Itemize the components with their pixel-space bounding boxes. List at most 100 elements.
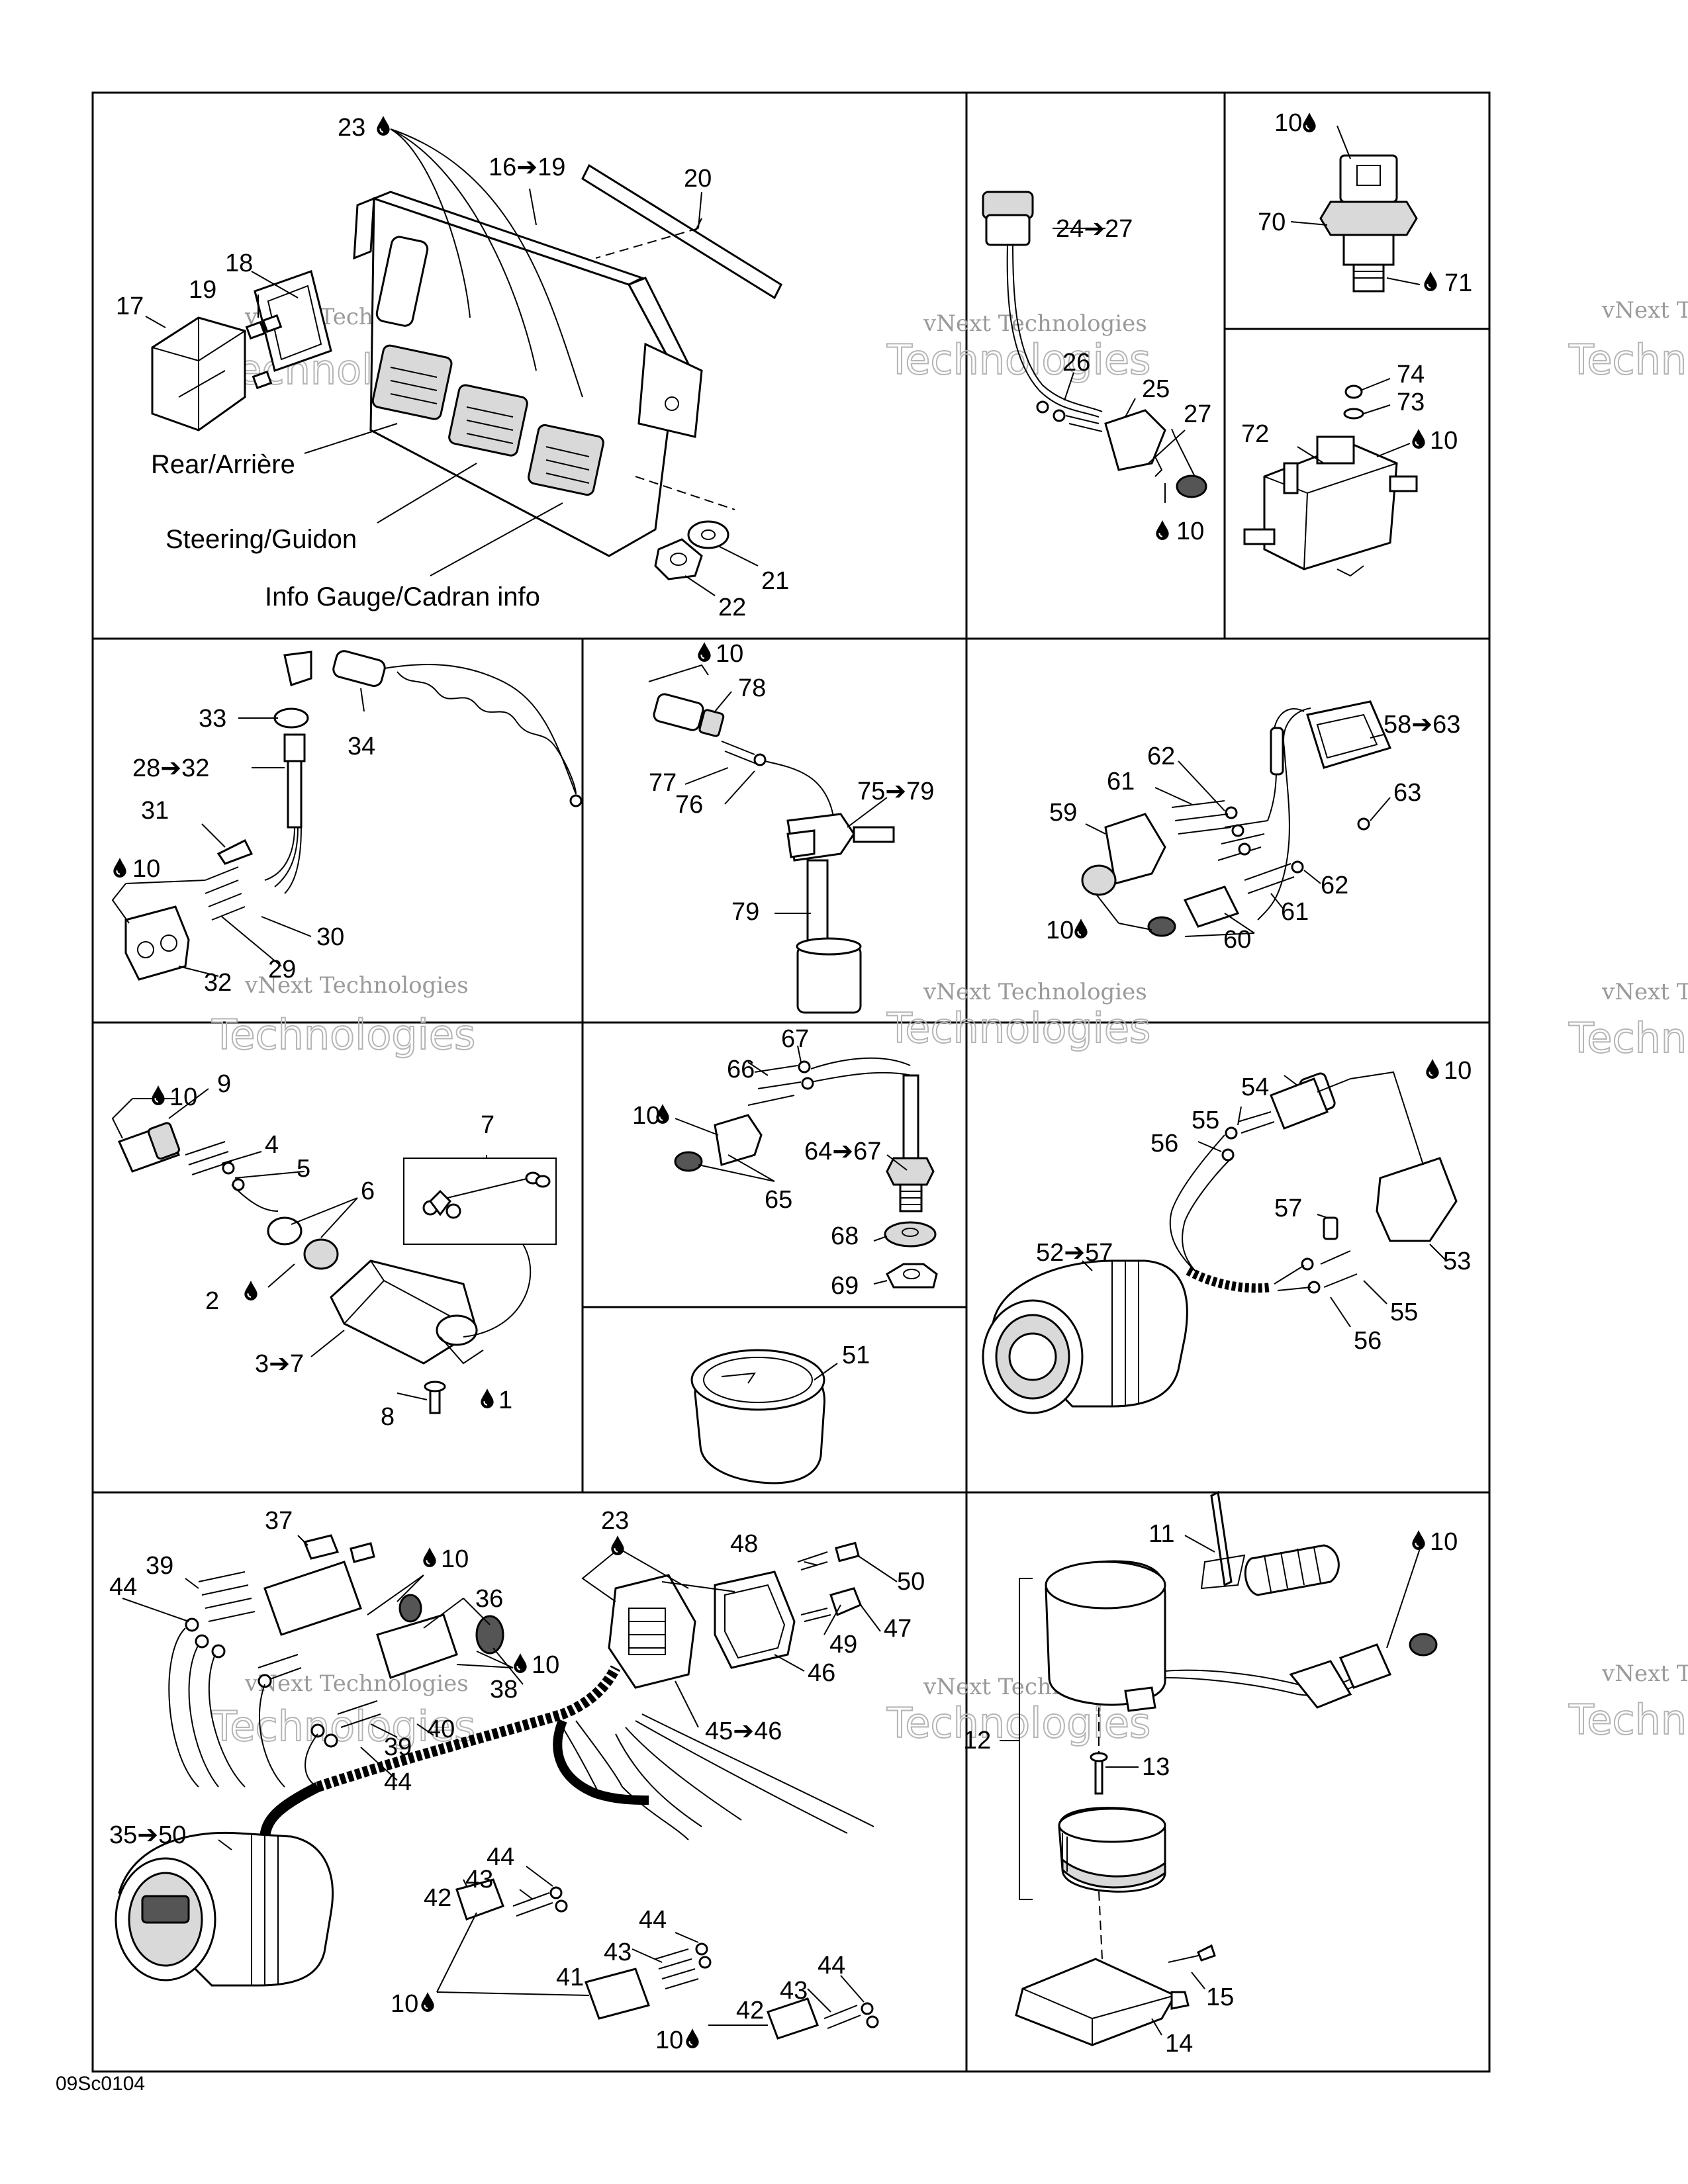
watermark-text: vNext Technologies <box>923 310 1147 337</box>
part-label: 55 <box>1390 1298 1418 1326</box>
watermark-text: Technologies <box>886 336 1150 384</box>
rear-cover-17 <box>151 316 246 432</box>
part-label: 57 <box>1274 1195 1302 1222</box>
part-label: 44 <box>384 1768 412 1796</box>
watermark-text: Techn <box>1568 1014 1687 1062</box>
caption-info-gauge: Info Gauge/Cadran info <box>265 582 540 612</box>
part-label: 14 <box>1165 2030 1193 2058</box>
part-label: 56 <box>1354 1327 1382 1355</box>
part-label: 41 <box>556 1964 584 1991</box>
part-label: 42 <box>424 1884 451 1912</box>
part-label: 64➔67 <box>804 1138 881 1165</box>
watermark-text: Technologies <box>211 1011 475 1059</box>
part-label: 10 <box>655 2026 683 2054</box>
part-label: 39 <box>384 1733 412 1761</box>
part-label: 44 <box>639 1906 667 1934</box>
part-label: 74 <box>1397 361 1425 388</box>
part-label: 34 <box>348 733 375 760</box>
panel-ecu-module: 23 16➔19 20 18 19 17 21 22 Rear/Arrière … <box>116 114 789 621</box>
part-label: 70 <box>1258 208 1286 236</box>
part-label: 10 <box>632 1102 660 1130</box>
caption-rear: Rear/Arrière <box>151 450 295 479</box>
part-label: 77 <box>649 769 677 797</box>
part-label: 23 <box>601 1507 629 1535</box>
part-label: 10 <box>169 1083 197 1111</box>
part-label: 35➔50 <box>109 1821 186 1849</box>
washer-21-nut-22 <box>654 520 729 580</box>
part-label: 20 <box>684 165 712 193</box>
panel-harness-35-50: 37 44 39 10 36 10 38 40 39 44 23 48 50 4… <box>109 1507 925 2054</box>
part-label: 9 <box>217 1070 231 1098</box>
seal-18 <box>254 270 332 372</box>
part-label: 11 <box>1149 1520 1174 1548</box>
part-label: 56 <box>1150 1130 1178 1158</box>
watermark-text: vNext Technologies <box>244 1670 469 1697</box>
part-label: 12 <box>963 1727 991 1754</box>
panel-sensor-24-27: 24➔27 26 25 27 10 <box>982 191 1211 545</box>
part-label: 16➔19 <box>489 154 565 181</box>
part-label: 43 <box>780 1977 808 2005</box>
part-label: 63 <box>1393 779 1421 807</box>
part-label: 10 <box>1444 1057 1472 1085</box>
panel-valve-72-74: 74 73 72 10 <box>1241 361 1458 577</box>
part-label: 18 <box>225 250 253 277</box>
panel-speaker-11-15: 11 10 12 13 15 14 <box>963 1490 1458 2058</box>
watermark-text: Techn <box>1568 1696 1687 1744</box>
part-label: 29 <box>268 956 296 983</box>
part-label: 10 <box>391 1990 418 2018</box>
part-label: 46 <box>808 1659 835 1687</box>
watermark-text: Techn <box>1568 336 1687 384</box>
caption-steering: Steering/Guidon <box>165 525 357 554</box>
part-label: 36 <box>475 1585 503 1613</box>
part-label: 43 <box>465 1866 493 1893</box>
part-label: 66 <box>727 1056 755 1083</box>
part-label: 55 <box>1192 1107 1219 1134</box>
part-label: 10 <box>1176 518 1204 545</box>
part-label: 48 <box>730 1530 758 1558</box>
part-label: 10 <box>132 855 160 883</box>
part-label: 67 <box>781 1025 809 1053</box>
part-label: 26 <box>1062 349 1090 377</box>
part-label: 44 <box>487 1843 514 1871</box>
part-label: 71 <box>1444 269 1472 297</box>
part-label: 10 <box>532 1651 559 1679</box>
panel-gauge-52-57: 54 10 55 56 57 53 52➔57 55 56 <box>982 1057 1472 1414</box>
part-label: 2 <box>205 1287 219 1315</box>
part-label: 10 <box>441 1545 469 1573</box>
part-label: 60 <box>1223 926 1251 954</box>
watermark-text: Technologies <box>886 1004 1150 1052</box>
part-label: 50 <box>897 1568 925 1596</box>
part-label: 10 <box>1274 109 1302 137</box>
part-label: 13 <box>1142 1753 1170 1781</box>
diagram-code: 09Sc0104 <box>56 2073 146 2095</box>
part-label: 15 <box>1206 1983 1234 2011</box>
part-label: 10 <box>1430 1528 1458 1556</box>
part-label: 31 <box>141 797 169 825</box>
ecu-module-drawing <box>353 191 703 557</box>
part-label: 44 <box>818 1952 845 1979</box>
part-label: 17 <box>116 293 144 320</box>
part-label: 32 <box>204 969 232 997</box>
panel-module-58-63: 58➔63 62 61 63 59 62 61 10 60 <box>1046 700 1460 954</box>
part-label: 51 <box>842 1342 870 1369</box>
part-label: 4 <box>265 1131 279 1159</box>
part-label: 19 <box>189 276 216 304</box>
watermark-text: vNext Te <box>1601 979 1688 1005</box>
part-label: 27 <box>1184 400 1211 428</box>
part-label: 1 <box>498 1387 512 1414</box>
part-label: 58➔63 <box>1383 711 1460 739</box>
watermark-text: vNext Technologies <box>244 972 469 999</box>
part-label: 45➔46 <box>705 1717 782 1745</box>
part-label: 33 <box>199 705 226 733</box>
part-label: 61 <box>1107 768 1135 796</box>
watermark-text: vNext Technologies <box>923 979 1147 1005</box>
part-label: 7 <box>481 1111 494 1139</box>
part-label: 30 <box>316 923 344 951</box>
part-label: 22 <box>718 594 746 621</box>
part-label: 8 <box>381 1403 395 1431</box>
watermark-text: vNext Te <box>1601 297 1688 324</box>
part-label: 79 <box>731 898 759 926</box>
part-label: 39 <box>146 1552 173 1580</box>
part-label: 75➔79 <box>857 778 934 805</box>
